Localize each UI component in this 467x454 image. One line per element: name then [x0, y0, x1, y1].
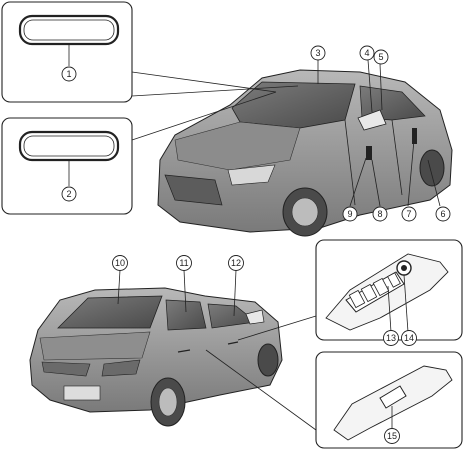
callout-15: 15 [384, 428, 400, 444]
rear-trunk [39, 331, 151, 361]
front-wheel-right [419, 149, 445, 187]
rear-side-window-left [165, 299, 207, 331]
callout-1-label: 1 [66, 69, 71, 79]
callout-9-label: 9 [347, 209, 352, 219]
front-hood [174, 121, 301, 171]
callout-6: 6 [435, 206, 451, 222]
callout-11: 11 [176, 255, 192, 271]
callout-3: 3 [310, 45, 326, 61]
passenger-power-window-switch [379, 385, 407, 409]
callout-3-label: 3 [315, 48, 320, 58]
callout-5: 5 [373, 49, 389, 65]
callout-9: 9 [342, 206, 358, 222]
callout-8-label: 8 [377, 209, 382, 219]
callout-4-label: 4 [364, 48, 369, 58]
callout-14: 14 [401, 330, 417, 346]
callout-12: 12 [228, 255, 244, 271]
callout-5-label: 5 [378, 52, 383, 62]
rear-window [57, 295, 163, 329]
callout-14-label: 14 [404, 333, 414, 343]
callout-15-label: 15 [387, 431, 397, 441]
callout-7: 7 [401, 206, 417, 222]
callout-10-label: 10 [115, 258, 125, 268]
callout-13-label: 13 [386, 333, 396, 343]
callout-13: 13 [383, 330, 399, 346]
window-lock-switch [387, 272, 401, 288]
rear-wheel-right [257, 343, 279, 377]
callout-12-label: 12 [231, 258, 241, 268]
rear-car-illustration [29, 287, 283, 427]
callout-4: 4 [359, 45, 375, 61]
front-side-mirror [357, 109, 387, 131]
callout-2-label: 2 [66, 189, 71, 199]
callout-7-label: 7 [406, 209, 411, 219]
driver-power-window-switches [345, 271, 405, 313]
callout-1: 1 [61, 66, 77, 82]
callout-2: 2 [61, 186, 77, 202]
callout-8: 8 [372, 206, 388, 222]
front-car-illustration [157, 69, 453, 237]
callout-6-label: 6 [440, 209, 445, 219]
front-grille [164, 174, 223, 206]
callout-10: 10 [112, 255, 128, 271]
callout-11-label: 11 [179, 258, 188, 268]
front-headlight [227, 164, 276, 186]
